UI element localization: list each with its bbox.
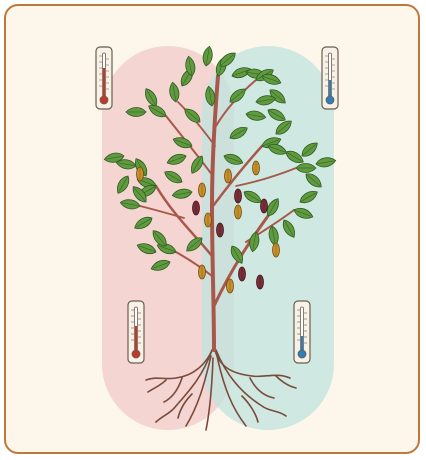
illustration-card — [4, 4, 420, 454]
illustration-canvas — [6, 6, 418, 452]
foliage — [104, 46, 337, 274]
roots — [146, 346, 296, 430]
cacao-tree-illustration — [6, 6, 420, 454]
